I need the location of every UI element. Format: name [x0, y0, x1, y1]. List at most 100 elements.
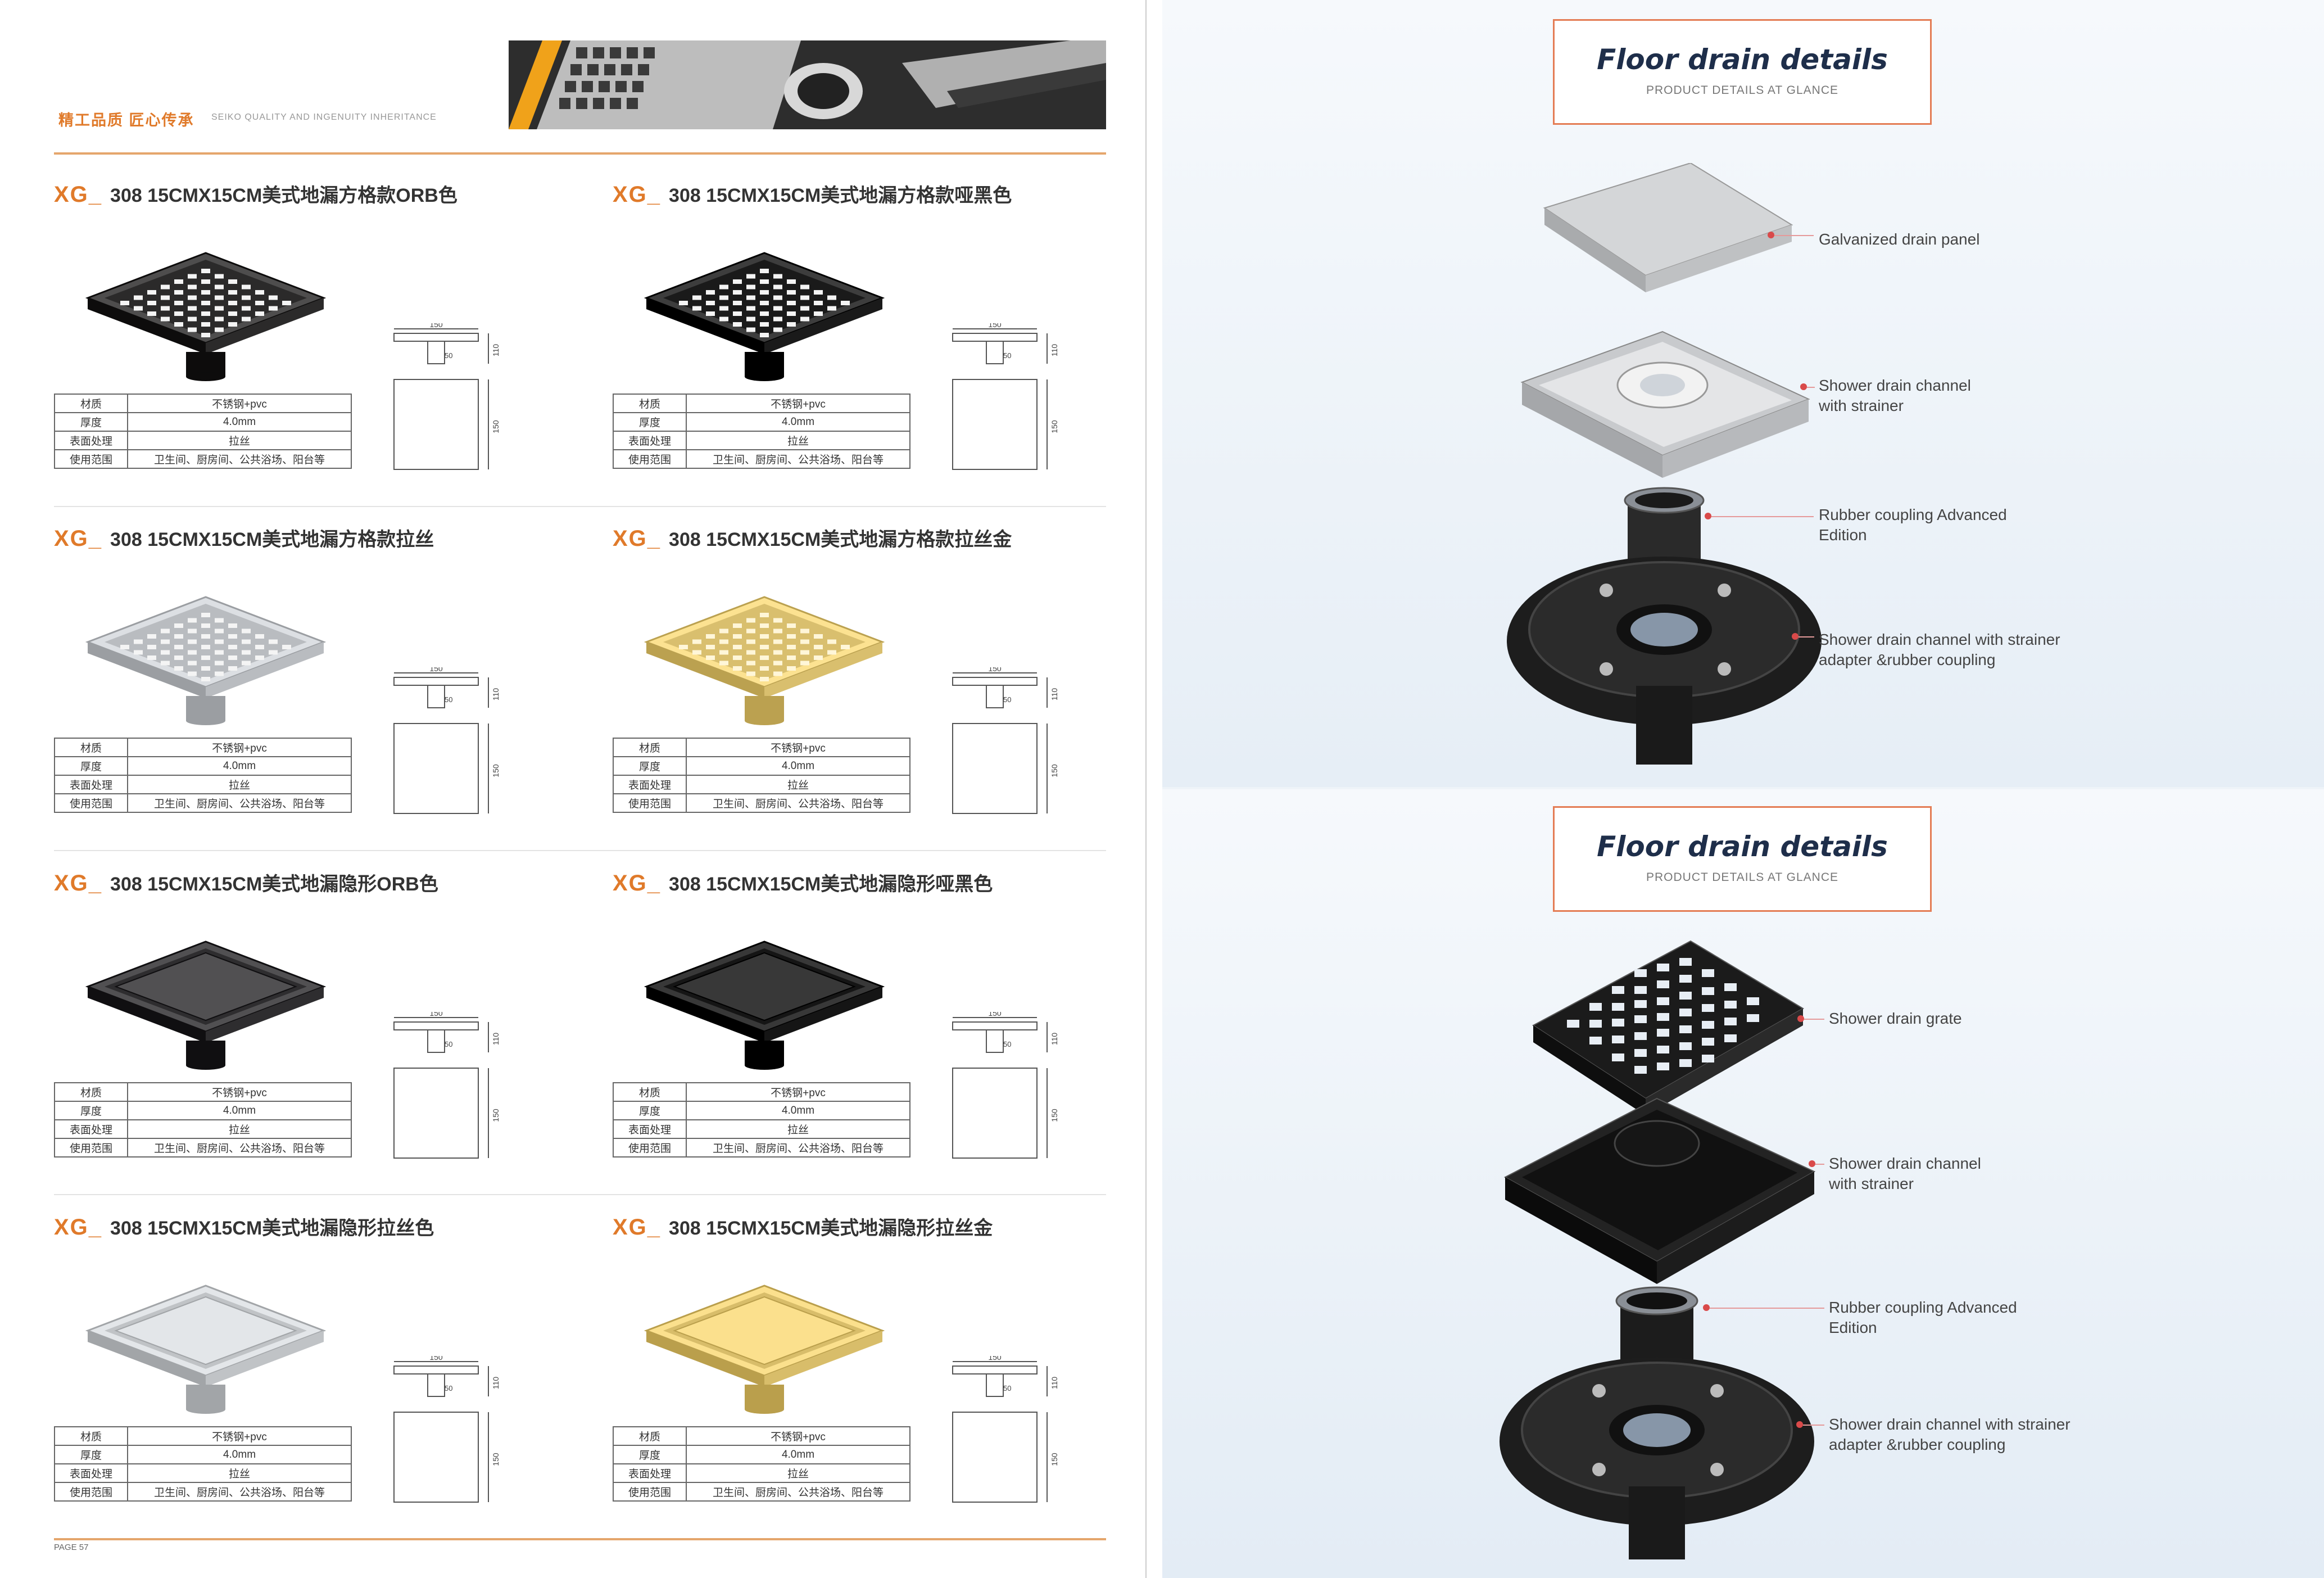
- detail-title-box: Floor drain details PRODUCT DETAILS AT G…: [1553, 19, 1932, 125]
- svg-text:150: 150: [1050, 420, 1059, 433]
- spec-value: 卫生间、厨房间、公共浴场、阳台等: [686, 449, 910, 469]
- spec-label: 厚度: [54, 756, 128, 776]
- svg-text:150: 150: [988, 667, 1002, 673]
- spec-row: 使用范围卫生间、厨房间、公共浴场、阳台等: [54, 1138, 352, 1157]
- spec-label: 材质: [613, 1082, 687, 1102]
- product-name: 308 15CMX15CM美式地漏隐形拉丝金: [669, 1218, 993, 1239]
- product-title: XG_308 15CMX15CM美式地漏隐形ORB色: [54, 869, 438, 896]
- detail-subtitle: PRODUCT DETAILS AT GLANCE: [1646, 84, 1839, 97]
- spec-row: 使用范围卫生间、厨房间、公共浴场、阳台等: [54, 793, 352, 813]
- product-image: [76, 219, 346, 382]
- spec-value: 拉丝: [127, 1463, 352, 1483]
- spec-label: 厚度: [613, 412, 687, 432]
- spec-label: 使用范围: [613, 1482, 687, 1502]
- callout-leader: [1711, 516, 1814, 517]
- spec-row: 使用范围卫生间、厨房间、公共浴场、阳台等: [613, 1482, 910, 1502]
- product-name: 308 15CMX15CM美式地漏隐形拉丝色: [110, 1218, 434, 1239]
- spec-row: 使用范围卫生间、厨房间、公共浴场、阳台等: [54, 449, 352, 469]
- spec-label: 厚度: [613, 1445, 687, 1464]
- header-divider: [54, 152, 1106, 155]
- callout-marker: [1705, 513, 1711, 519]
- spec-value: 拉丝: [686, 431, 910, 450]
- product-brand: XG_: [613, 1215, 662, 1240]
- spec-row: 材质不锈钢+pvc: [54, 738, 352, 757]
- svg-text:110: 110: [491, 344, 500, 357]
- svg-text:50: 50: [1003, 1384, 1011, 1392]
- spec-value: 不锈钢+pvc: [127, 1082, 352, 1102]
- svg-text:150: 150: [1050, 1109, 1059, 1122]
- spec-value: 卫生间、厨房间、公共浴场、阳台等: [127, 449, 352, 469]
- spec-value: 拉丝: [127, 431, 352, 450]
- spec-value: 不锈钢+pvc: [686, 1426, 910, 1446]
- spec-label: 表面处理: [54, 431, 128, 450]
- exploded-diagram-black: [1499, 940, 1816, 1559]
- callout-label: Shower drain channel with strainer adapt…: [1829, 1416, 2071, 1453]
- spec-label: 厚度: [54, 1101, 128, 1120]
- product-image: [635, 908, 905, 1071]
- svg-text:150: 150: [429, 667, 443, 673]
- callout-marker: [1703, 1304, 1710, 1311]
- callout-leader: [1803, 1425, 1824, 1426]
- spec-row: 材质不锈钢+pvc: [54, 1082, 352, 1102]
- spec-value: 4.0mm: [127, 756, 352, 776]
- spec-label: 厚度: [54, 412, 128, 432]
- header-banner-image: [509, 40, 1106, 129]
- callout-label: Shower drain channel with strainer adapt…: [1819, 631, 2060, 668]
- product-name: 308 15CMX15CM美式地漏方格款ORB色: [110, 185, 457, 206]
- spec-label: 表面处理: [613, 1119, 687, 1139]
- callout-leader: [1799, 636, 1814, 637]
- product-name: 308 15CMX15CM美式地漏方格款哑黑色: [669, 185, 1012, 206]
- product-brand: XG_: [54, 526, 103, 551]
- header-subtitle: SEIKO QUALITY AND INGENUITY INHERITANCE: [211, 112, 437, 122]
- detail-panel-brushed: Floor drain details PRODUCT DETAILS AT G…: [1162, 0, 2324, 787]
- svg-text:110: 110: [491, 1033, 500, 1046]
- spec-row: 表面处理拉丝: [54, 1463, 352, 1483]
- callout-marker: [1792, 633, 1799, 640]
- spec-label: 使用范围: [613, 449, 687, 469]
- spec-value: 4.0mm: [686, 412, 910, 432]
- catalog-page-left: 精工品质 匠心传承 SEIKO QUALITY AND INGENUITY IN…: [0, 0, 1147, 1578]
- detail-panel-black: Floor drain details PRODUCT DETAILS AT G…: [1162, 789, 2324, 1578]
- svg-text:110: 110: [1050, 344, 1059, 357]
- svg-text:150: 150: [429, 323, 443, 329]
- product-brand: XG_: [613, 182, 662, 207]
- product-title: XG_308 15CMX15CM美式地漏方格款拉丝金: [613, 524, 1012, 551]
- svg-text:110: 110: [491, 1377, 500, 1390]
- spec-value: 卫生间、厨房间、公共浴场、阳台等: [127, 1138, 352, 1157]
- spec-label: 表面处理: [54, 775, 128, 794]
- spec-label: 表面处理: [54, 1119, 128, 1139]
- spec-row: 材质不锈钢+pvc: [613, 1082, 910, 1102]
- spec-label: 材质: [54, 1082, 128, 1102]
- spec-value: 4.0mm: [127, 1101, 352, 1120]
- exploded-view-black: [1466, 935, 1870, 1568]
- svg-text:150: 150: [491, 1453, 500, 1466]
- spec-value: 卫生间、厨房间、公共浴场、阳台等: [686, 1482, 910, 1502]
- callout-marker: [1797, 1015, 1804, 1022]
- product-name: 308 15CMX15CM美式地漏隐形哑黑色: [669, 874, 993, 895]
- spec-row: 使用范围卫生间、厨房间、公共浴场、阳台等: [54, 1482, 352, 1502]
- exploded-diagram-brushed: [1507, 162, 1822, 765]
- spec-row: 表面处理拉丝: [613, 775, 910, 794]
- spec-label: 使用范围: [613, 1138, 687, 1157]
- spec-row: 表面处理拉丝: [54, 431, 352, 450]
- spec-row: 材质不锈钢+pvc: [54, 1426, 352, 1446]
- callout-leader: [1815, 1164, 1824, 1165]
- spec-row: 表面处理拉丝: [613, 431, 910, 450]
- svg-text:110: 110: [1050, 1033, 1059, 1046]
- spec-row: 材质不锈钢+pvc: [613, 1426, 910, 1446]
- product-title: XG_ 308 15CMX15CM美式地漏隐形拉丝金: [613, 1213, 993, 1240]
- spec-label: 材质: [54, 738, 128, 757]
- svg-text:150: 150: [491, 1109, 500, 1122]
- product-image: [76, 1252, 346, 1415]
